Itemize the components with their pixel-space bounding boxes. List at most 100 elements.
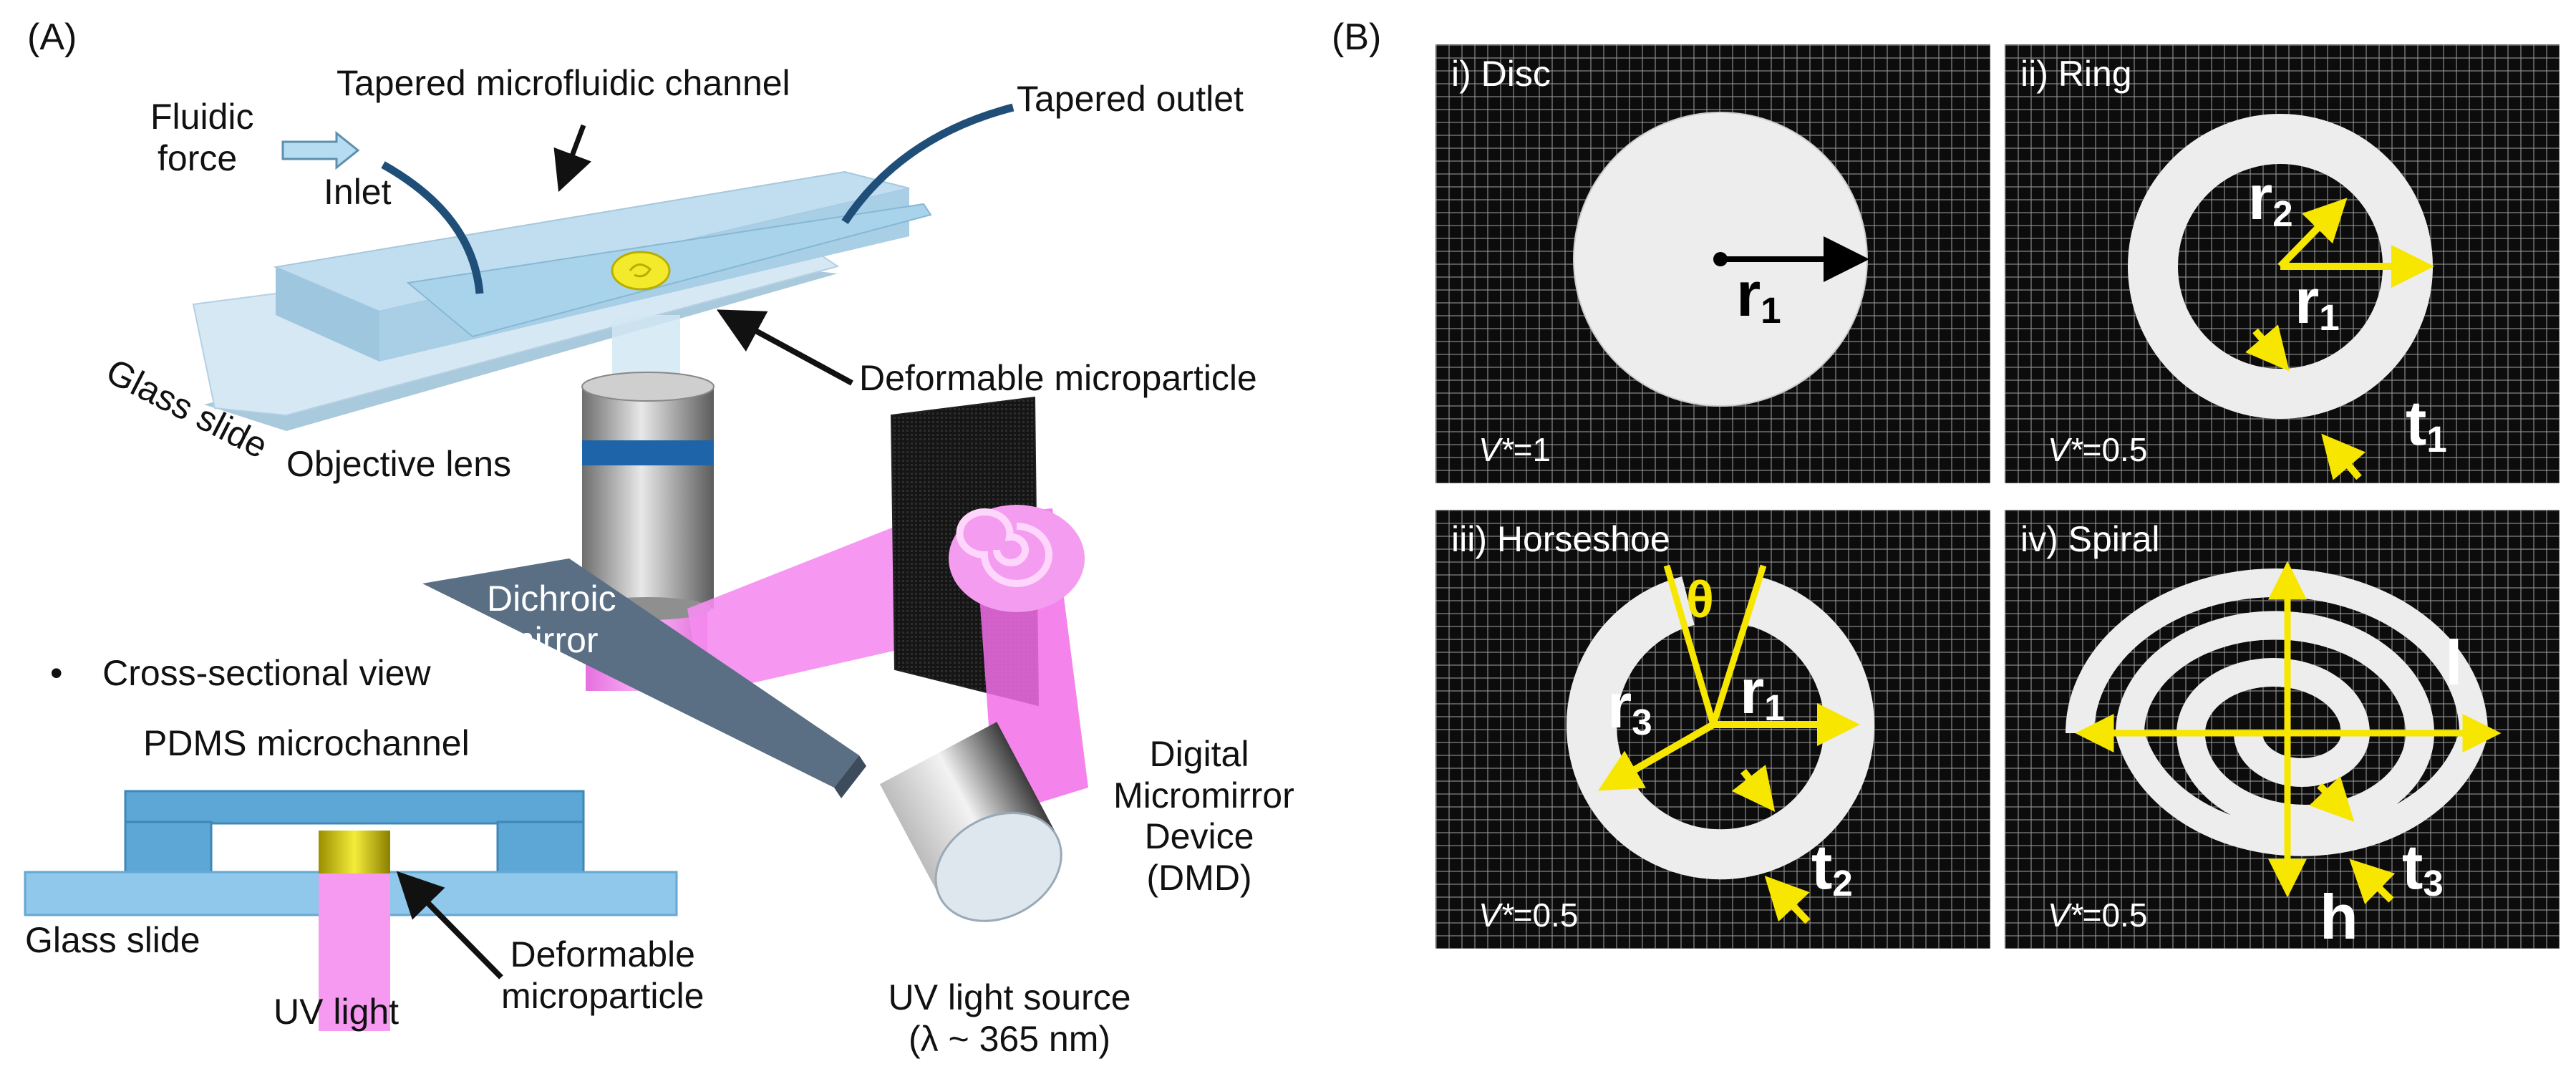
horseshoe-r3-symbol: r xyxy=(1607,670,1632,741)
horseshoe-r1-symbol: r xyxy=(1740,656,1765,727)
tile-disc-vstar: V*=1 xyxy=(1478,430,1551,469)
tile-horseshoe-vstar: V*=0.5 xyxy=(1478,896,1578,934)
dmd-line1: Digital xyxy=(1149,734,1249,774)
horseshoe-r3-arrow xyxy=(1597,721,1715,791)
tile-ring: ii) Ring r2 r1 t1 V*=0.5 xyxy=(2005,44,2560,483)
cs-pdms-top xyxy=(124,790,585,825)
uv-light-source xyxy=(879,722,1062,922)
ring-vstar-symbol: V* xyxy=(2048,431,2083,468)
horseshoe-r1-label: r1 xyxy=(1740,660,1785,729)
disc-r1-symbol: r xyxy=(1736,258,1761,329)
panel-b-label: (B) xyxy=(1332,16,1382,58)
disc-vstar-symbol: V* xyxy=(1478,431,1514,468)
cs-particle-label: Deformable microparticle xyxy=(501,934,704,1017)
uv-source-line2: (λ ~ 365 nm) xyxy=(908,1018,1111,1059)
ring-t1-outer-arrow xyxy=(2321,433,2366,480)
fluidic-force-label: Fluidic force xyxy=(150,97,253,179)
outlet-label: Tapered outlet xyxy=(1017,79,1244,119)
ring-r1-label: r1 xyxy=(2295,270,2340,339)
dichroic-line1: Dichroic xyxy=(487,579,616,619)
pdms-chip-front xyxy=(276,267,379,362)
spiral-t3-inner-arrow xyxy=(2309,775,2355,822)
spiral-t3-subscript: 3 xyxy=(2423,863,2444,904)
spiral-l-label: l xyxy=(2445,627,2463,698)
horseshoe-t2-symbol: t xyxy=(1811,831,1833,902)
ring-t1-label: t1 xyxy=(2406,392,2447,458)
ring-r2-subscript: 2 xyxy=(2272,193,2293,235)
cs-particle-line1: Deformable xyxy=(510,934,695,974)
objective-label: Objective lens xyxy=(286,444,512,484)
particle-pointer-arrow xyxy=(716,309,853,386)
pdms-label: PDMS microchannel xyxy=(143,723,470,763)
dmd-line4: (DMD) xyxy=(1146,857,1252,898)
panel-a-label: (A) xyxy=(27,16,77,58)
cs-glass-slide-label: Glass slide xyxy=(25,920,200,960)
channel-pointer-arrow xyxy=(553,124,591,193)
ring-t1-subscript: 1 xyxy=(2426,419,2447,460)
spiral-t3-outer-arrow xyxy=(2349,858,2396,904)
ring-r2-label: r2 xyxy=(2248,166,2293,235)
spiral-t3-symbol: t xyxy=(2402,831,2424,902)
cs-uv-label: UV light xyxy=(273,992,400,1032)
particle-label: Deformable microparticle xyxy=(859,358,1257,398)
spiral-t3-label: t3 xyxy=(2402,836,2444,904)
cs-uv-beam xyxy=(319,874,390,1031)
cs-pdms-left-wall xyxy=(124,821,213,874)
microparticle-on-chip xyxy=(611,251,671,291)
panel-a-illustration xyxy=(24,103,1088,1031)
horseshoe-r1-subscript: 1 xyxy=(1764,687,1785,729)
horseshoe-t2-outer-arrow xyxy=(1764,876,1811,924)
uv-source-line1: UV light source xyxy=(888,977,1131,1017)
spiral-vstar-symbol: V* xyxy=(2048,896,2083,934)
disc-vstar-value: =1 xyxy=(1513,431,1551,468)
tile-disc-title: i) Disc xyxy=(1451,54,1551,94)
dmd-label: Digital Micromirror Device (DMD) xyxy=(1113,734,1294,899)
uv-source-label: UV light source (λ ~ 365 nm) xyxy=(856,977,1163,1060)
ring-vstar-value: =0.5 xyxy=(2082,431,2148,468)
spiral-shape xyxy=(2066,568,2489,856)
dmd-line3: Device xyxy=(1144,816,1254,856)
channel-label: Tapered microfluidic channel xyxy=(336,63,790,103)
horseshoe-r3-label: r3 xyxy=(1607,674,1652,741)
outlet-tube xyxy=(841,103,1015,225)
tile-spiral: iv) Spiral l h t3 V*=0.5 xyxy=(2005,510,2560,949)
objective-band xyxy=(582,440,714,465)
tile-spiral-vstar: V*=0.5 xyxy=(2048,896,2147,934)
cs-particle-line2: microparticle xyxy=(501,975,704,1016)
cs-particle xyxy=(319,831,390,874)
spiral-h-label: h xyxy=(2320,881,2358,949)
fluidic-force-arrow xyxy=(281,130,360,170)
cross-section-title: • Cross-sectional view xyxy=(50,653,431,695)
disc-r1-subscript: 1 xyxy=(1761,290,1781,332)
tile-disc: i) Disc r1 V*=1 xyxy=(1435,44,1990,483)
horseshoe-theta-label: θ xyxy=(1686,571,1714,629)
tile-horseshoe: iii) Horseshoe θ r3 r1 t2 V*=0.5 xyxy=(1435,510,1990,949)
tile-ring-title: ii) Ring xyxy=(2020,54,2132,94)
disc-r1-label: r1 xyxy=(1736,263,1781,329)
spiral-projection xyxy=(949,505,1085,612)
spiral-vstar-value: =0.5 xyxy=(2082,896,2148,934)
cross-section-bullet: • xyxy=(50,653,63,693)
cs-pdms-right-wall xyxy=(496,821,585,874)
inlet-label: Inlet xyxy=(324,172,392,212)
horseshoe-right-edge xyxy=(1710,564,1767,726)
horseshoe-t2-inner-arrow xyxy=(1731,765,1776,812)
cs-particle-pointer-arrow xyxy=(396,871,503,979)
fluidic-force-line1: Fluidic xyxy=(150,97,254,137)
dichroic-label: Dichroic mirror xyxy=(487,579,616,661)
ring-r1-subscript: 1 xyxy=(2319,297,2340,339)
objective-lens xyxy=(582,387,714,609)
cross-section-title-text: Cross-sectional view xyxy=(102,653,431,693)
horseshoe-shape xyxy=(1567,576,1874,880)
ring-t1-inner-arrow xyxy=(2245,324,2290,372)
horseshoe-left-edge xyxy=(1663,564,1717,726)
dmd-line2: Micromirror xyxy=(1113,775,1294,816)
tile-spiral-title: iv) Spiral xyxy=(2020,519,2160,559)
ring-r1-symbol: r xyxy=(2295,266,2320,337)
horseshoe-t2-label: t2 xyxy=(1811,836,1853,904)
horseshoe-vstar-symbol: V* xyxy=(1478,896,1514,934)
horseshoe-t2-subscript: 2 xyxy=(1832,863,1853,904)
fluidic-force-line2: force xyxy=(158,137,238,178)
inlet-tube xyxy=(381,161,484,294)
ring-r2-symbol: r xyxy=(2248,162,2273,233)
